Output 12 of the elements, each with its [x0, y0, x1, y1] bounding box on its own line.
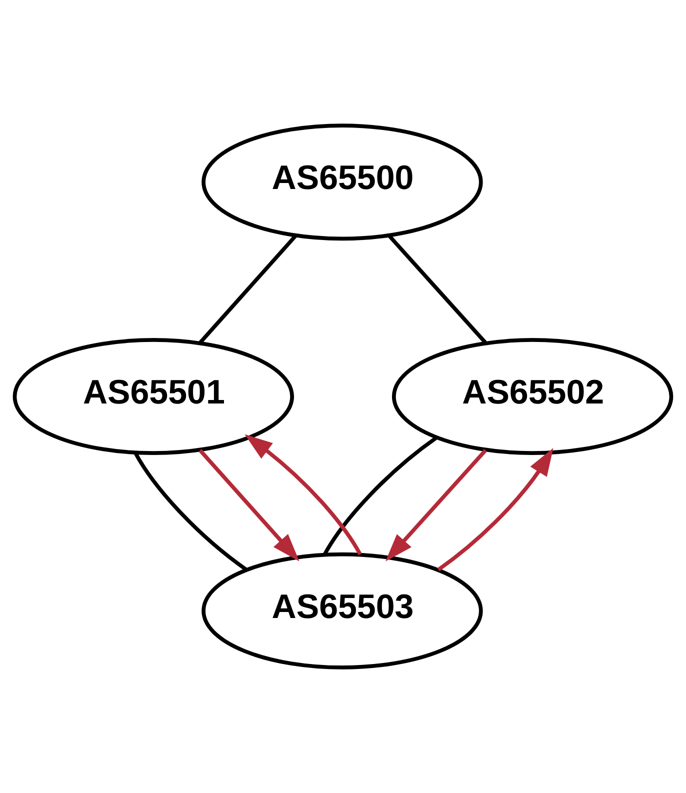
node-ellipse: AS65503 — [202, 552, 483, 670]
connector — [388, 234, 487, 344]
arrow — [244, 434, 362, 556]
connector — [323, 436, 438, 556]
arrow — [385, 448, 487, 562]
node-ellipse: AS65501 — [12, 338, 294, 455]
node-ellipse: AS65502 — [392, 338, 674, 455]
connector — [134, 452, 248, 572]
arrow — [437, 448, 554, 572]
node-ellipse: AS65500 — [202, 124, 483, 241]
arrow — [198, 448, 300, 562]
connector — [198, 234, 297, 344]
